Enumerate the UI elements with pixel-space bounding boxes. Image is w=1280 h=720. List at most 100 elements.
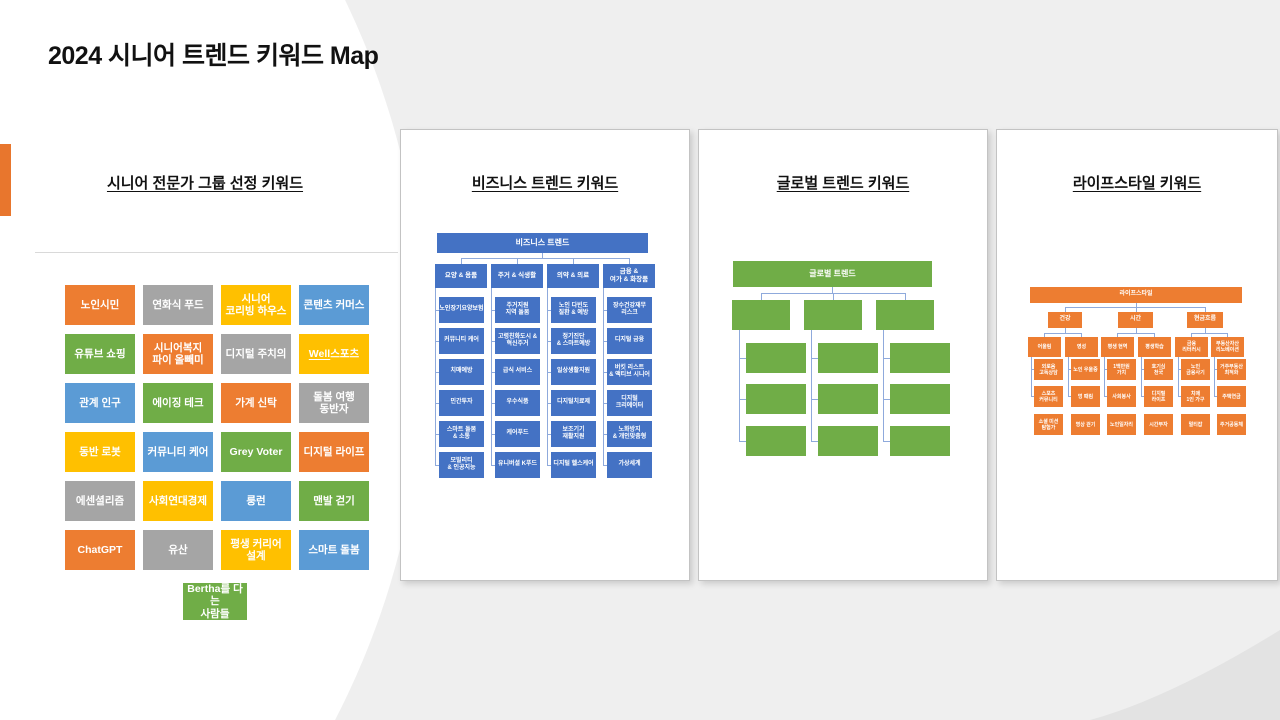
connector-line bbox=[761, 293, 762, 300]
connector-line bbox=[547, 341, 551, 342]
org-sub-lifestyle: 금융 리터러시 bbox=[1175, 337, 1208, 357]
org-node-lifestyle: 노인 우울증 bbox=[1071, 359, 1100, 380]
org-node-business: 주거지원 지역 돌봄 bbox=[495, 297, 540, 323]
org-node-lifestyle: 디지털 라이프 bbox=[1144, 386, 1173, 407]
connector-line bbox=[1081, 333, 1082, 337]
connector-line bbox=[1065, 328, 1066, 333]
org-node-business: 버킷 리스트 & 액티브 시니어 bbox=[607, 359, 652, 385]
org-node-business: 디지털 크리에이터 bbox=[607, 390, 652, 416]
connector-line bbox=[811, 399, 818, 400]
connector-line bbox=[833, 293, 834, 300]
connector-line bbox=[739, 330, 740, 441]
org-node-business: 케어푸드 bbox=[495, 421, 540, 447]
org-branch-business: 의약 & 의료 bbox=[547, 264, 599, 288]
org-node-business: 유니버셜 K푸드 bbox=[495, 452, 540, 478]
keyword-card: 디지털 라이프 bbox=[299, 432, 369, 472]
lifestyle-panel-header: 라이프스타일 키워드 bbox=[1072, 175, 1202, 192]
connector-line bbox=[1136, 328, 1137, 333]
org-node-business: 노인장기요양보험 bbox=[439, 297, 484, 323]
org-node-lifestyle: 거주부동산 최적화 bbox=[1217, 359, 1246, 380]
keyword-card: 돌봄 여행 동반자 bbox=[299, 383, 369, 423]
keyword-card: 관계 인구 bbox=[65, 383, 135, 423]
connector-line bbox=[1117, 333, 1118, 337]
connector-line bbox=[491, 372, 495, 373]
connector-line bbox=[739, 441, 746, 442]
org-sub-lifestyle: 부동산자산 리노베이션 bbox=[1211, 337, 1244, 357]
org-node-lifestyle: 시간부자 bbox=[1144, 414, 1173, 435]
connector-line bbox=[811, 441, 818, 442]
org-node-global bbox=[818, 384, 878, 414]
org-sub-lifestyle: 평생학습 bbox=[1138, 337, 1171, 357]
connector-line bbox=[1068, 396, 1071, 397]
connector-line bbox=[739, 358, 746, 359]
org-node-business: 가상세계 bbox=[607, 452, 652, 478]
connector-line bbox=[603, 465, 607, 466]
org-branch-business: 금융 & 여가 & 화장품 bbox=[603, 264, 655, 288]
keyword-card: ChatGPT bbox=[65, 530, 135, 570]
org-node-business: 정기진단 & 스마트예방 bbox=[551, 328, 596, 354]
connector-line bbox=[1141, 369, 1144, 370]
connector-line bbox=[1154, 333, 1155, 337]
keyword-card: 가계 신탁 bbox=[221, 383, 291, 423]
connector-line bbox=[435, 465, 439, 466]
connector-line bbox=[1214, 357, 1215, 396]
keyword-card: Well 스포츠 bbox=[299, 334, 369, 374]
org-node-business: 디지털 금융 bbox=[607, 328, 652, 354]
org-node-lifestyle: 주택연금 bbox=[1217, 386, 1246, 407]
connector-line bbox=[1044, 333, 1045, 337]
connector-line bbox=[491, 310, 495, 311]
org-node-business: 고령친화도시 & 혁신주거 bbox=[495, 328, 540, 354]
connector-line bbox=[547, 372, 551, 373]
connector-line bbox=[517, 258, 518, 264]
connector-line bbox=[883, 441, 890, 442]
keyword-card: 노인시민 bbox=[65, 285, 135, 325]
keyword-card: 에센셜리즘 bbox=[65, 481, 135, 521]
connector-line bbox=[435, 372, 439, 373]
connector-line bbox=[1227, 333, 1228, 337]
connector-line bbox=[603, 341, 607, 342]
org-node-lifestyle: 멀티잡 bbox=[1181, 414, 1210, 435]
connector-line bbox=[461, 258, 462, 264]
connector-line bbox=[547, 465, 551, 466]
business-panel bbox=[400, 129, 690, 581]
org-node-lifestyle: 외로움 고독상담 bbox=[1034, 359, 1063, 380]
left-accent-bar bbox=[0, 144, 11, 216]
business-panel-header: 비즈니스 트렌드 키워드 bbox=[471, 175, 619, 192]
connector-line bbox=[739, 399, 746, 400]
org-node-global bbox=[890, 343, 950, 373]
org-branch-global bbox=[876, 300, 934, 330]
connector-line bbox=[1191, 333, 1192, 337]
keyword-card: 동반 로봇 bbox=[65, 432, 135, 472]
org-node-lifestyle: 명상 걷기 bbox=[1071, 414, 1100, 435]
org-node-global bbox=[746, 343, 806, 373]
org-node-business: 노화방지 & 개인맞춤형 bbox=[607, 421, 652, 447]
connector-line bbox=[603, 403, 607, 404]
connector-line bbox=[1065, 307, 1066, 312]
connector-line bbox=[603, 434, 607, 435]
keyword-card: 시니어복지 파이 올빼미 bbox=[143, 334, 213, 374]
org-branch-business: 요양 & 용품 bbox=[435, 264, 487, 288]
connector-line bbox=[1136, 307, 1137, 312]
org-node-business: 스마트 돌봄 & 소통 bbox=[439, 421, 484, 447]
connector-line bbox=[547, 288, 548, 466]
org-node-business: 우수식품 bbox=[495, 390, 540, 416]
org-node-global bbox=[818, 343, 878, 373]
keyword-card: 스마트 돌봄 bbox=[299, 530, 369, 570]
connector-line bbox=[811, 330, 812, 441]
connector-line bbox=[1065, 307, 1205, 308]
org-node-business: 노인 다빈도 질환 & 예방 bbox=[551, 297, 596, 323]
org-sub-lifestyle: 어울림 bbox=[1028, 337, 1061, 357]
connector-line bbox=[491, 288, 492, 466]
org-node-global bbox=[746, 384, 806, 414]
org-node-lifestyle: 스포츠 커뮤니티 bbox=[1034, 386, 1063, 407]
connector-line bbox=[905, 293, 906, 300]
connector-line bbox=[1191, 333, 1227, 334]
org-node-lifestyle: 주거공동체 bbox=[1217, 414, 1246, 435]
connector-line bbox=[1044, 333, 1081, 334]
org-root-business: 비즈니스 트렌드 bbox=[437, 233, 648, 253]
connector-line bbox=[603, 310, 607, 311]
connector-line bbox=[573, 258, 574, 264]
connector-line bbox=[1104, 369, 1107, 370]
